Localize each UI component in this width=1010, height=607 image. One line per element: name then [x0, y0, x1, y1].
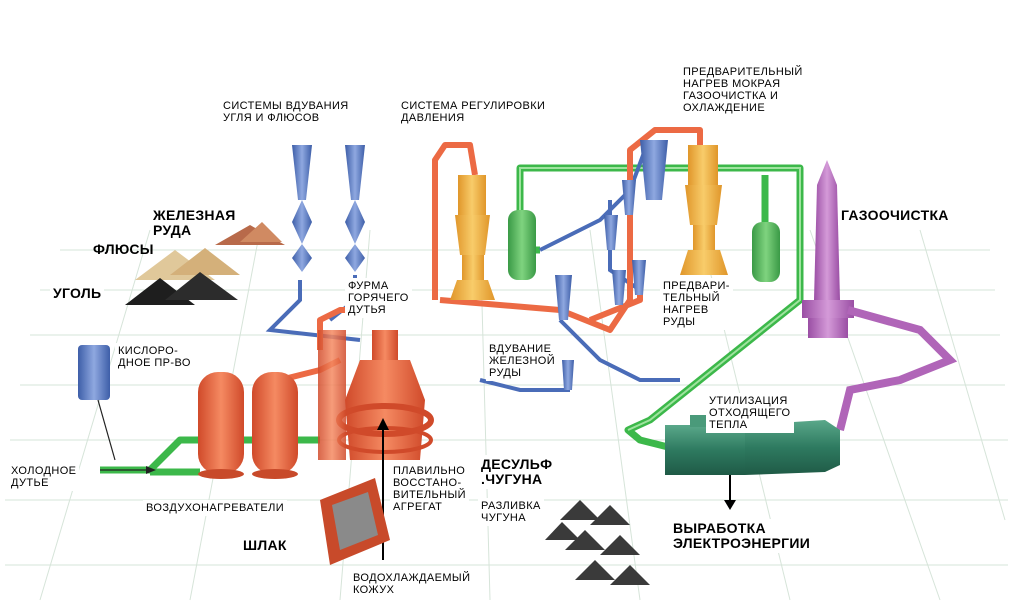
label-smelting-reduction-unit: ПЛАВИЛЬНО ВОССТАНО- ВИТЕЛЬНЫЙ АГРЕГАТ: [390, 463, 469, 515]
smelting-vessel: [318, 330, 434, 560]
label-water-cooled-jacket: ВОДОХЛАЖДАЕМЫЙ КОЖУХ: [350, 570, 474, 598]
yellow-unit-left: [450, 175, 495, 300]
green-pipe-highlight: [519, 167, 801, 431]
label-gas-cleaning: ГАЗООЧИСТКА: [838, 206, 952, 225]
hot-stove-1: [198, 372, 244, 479]
label-iron-ore-injection: ВДУВАНИЕ ЖЕЛЕЗНОЙ РУДЫ: [486, 341, 559, 381]
label-pressure-control: СИСТЕМА РЕГУЛИРОВКИ ДАВЛЕНИЯ: [398, 98, 549, 126]
label-fluxes: ФЛЮСЫ: [93, 241, 154, 257]
oxygen-tank: [78, 345, 116, 461]
label-coal-flux-systems: СИСТЕМЫ ВДУВАНИЯ УГЛЯ И ФЛЮСОВ: [220, 98, 352, 126]
label-hot-blast-tuyere: ФУРМА ГОРЯЧЕГО ДУТЬЯ: [345, 278, 412, 318]
label-ore-preheat: ПРЕДВАРИ- ТЕЛЬНЫЙ НАГРЕВ РУДЫ: [660, 278, 733, 330]
cyclone-left: [292, 145, 312, 272]
label-iron-ore: ЖЕЛЕЗНАЯ РУДА: [153, 207, 236, 238]
cold-blast-line: [100, 466, 156, 474]
label-iron-casting: РАЗЛИВКА ЧУГУНА: [478, 498, 544, 526]
iron-ore-pile: [215, 222, 285, 245]
label-preheat-wet-gas-cleaning: ПРЕДВАРИТЕЛЬНЫЙ НАГРЕВ МОКРАЯ ГАЗООЧИСТК…: [680, 64, 806, 116]
yellow-unit-right: [680, 145, 728, 275]
flux-pile: [135, 248, 240, 280]
green-tank-right: [752, 222, 780, 282]
cyclone-right: [345, 145, 365, 272]
blue-cyclone-cluster: [555, 140, 668, 390]
label-desulfurization: ДЕСУЛЬФ .ЧУГУНА: [478, 455, 556, 489]
pig-iron-pile: [545, 500, 650, 585]
label-coal: УГОЛЬ: [50, 284, 105, 303]
slag-ladle: [320, 478, 390, 565]
hot-stove-2: [252, 372, 298, 479]
label-hot-stoves: ВОЗДУХОНАГРЕВАТЕЛИ: [143, 500, 288, 516]
green-tank-left: [508, 210, 536, 280]
label-waste-heat-recovery: УТИЛИЗАЦИЯ ОТХОДЯЩЕГО ТЕПЛА: [706, 393, 794, 433]
label-cold-blast: ХОЛОДНОЕ ДУТЬЕ: [8, 463, 80, 491]
waste-heat-unit: [665, 415, 840, 510]
label-slag: ШЛАК: [240, 536, 290, 555]
gas-cleaning-stack: [802, 160, 958, 431]
label-oxygen-plant: КИСЛОРО- ДНОЕ ПР-ВО: [115, 343, 194, 371]
coal-pile: [125, 272, 238, 305]
label-power-generation: ВЫРАБОТКА ЭЛЕКТРОЭНЕРГИИ: [670, 519, 814, 553]
